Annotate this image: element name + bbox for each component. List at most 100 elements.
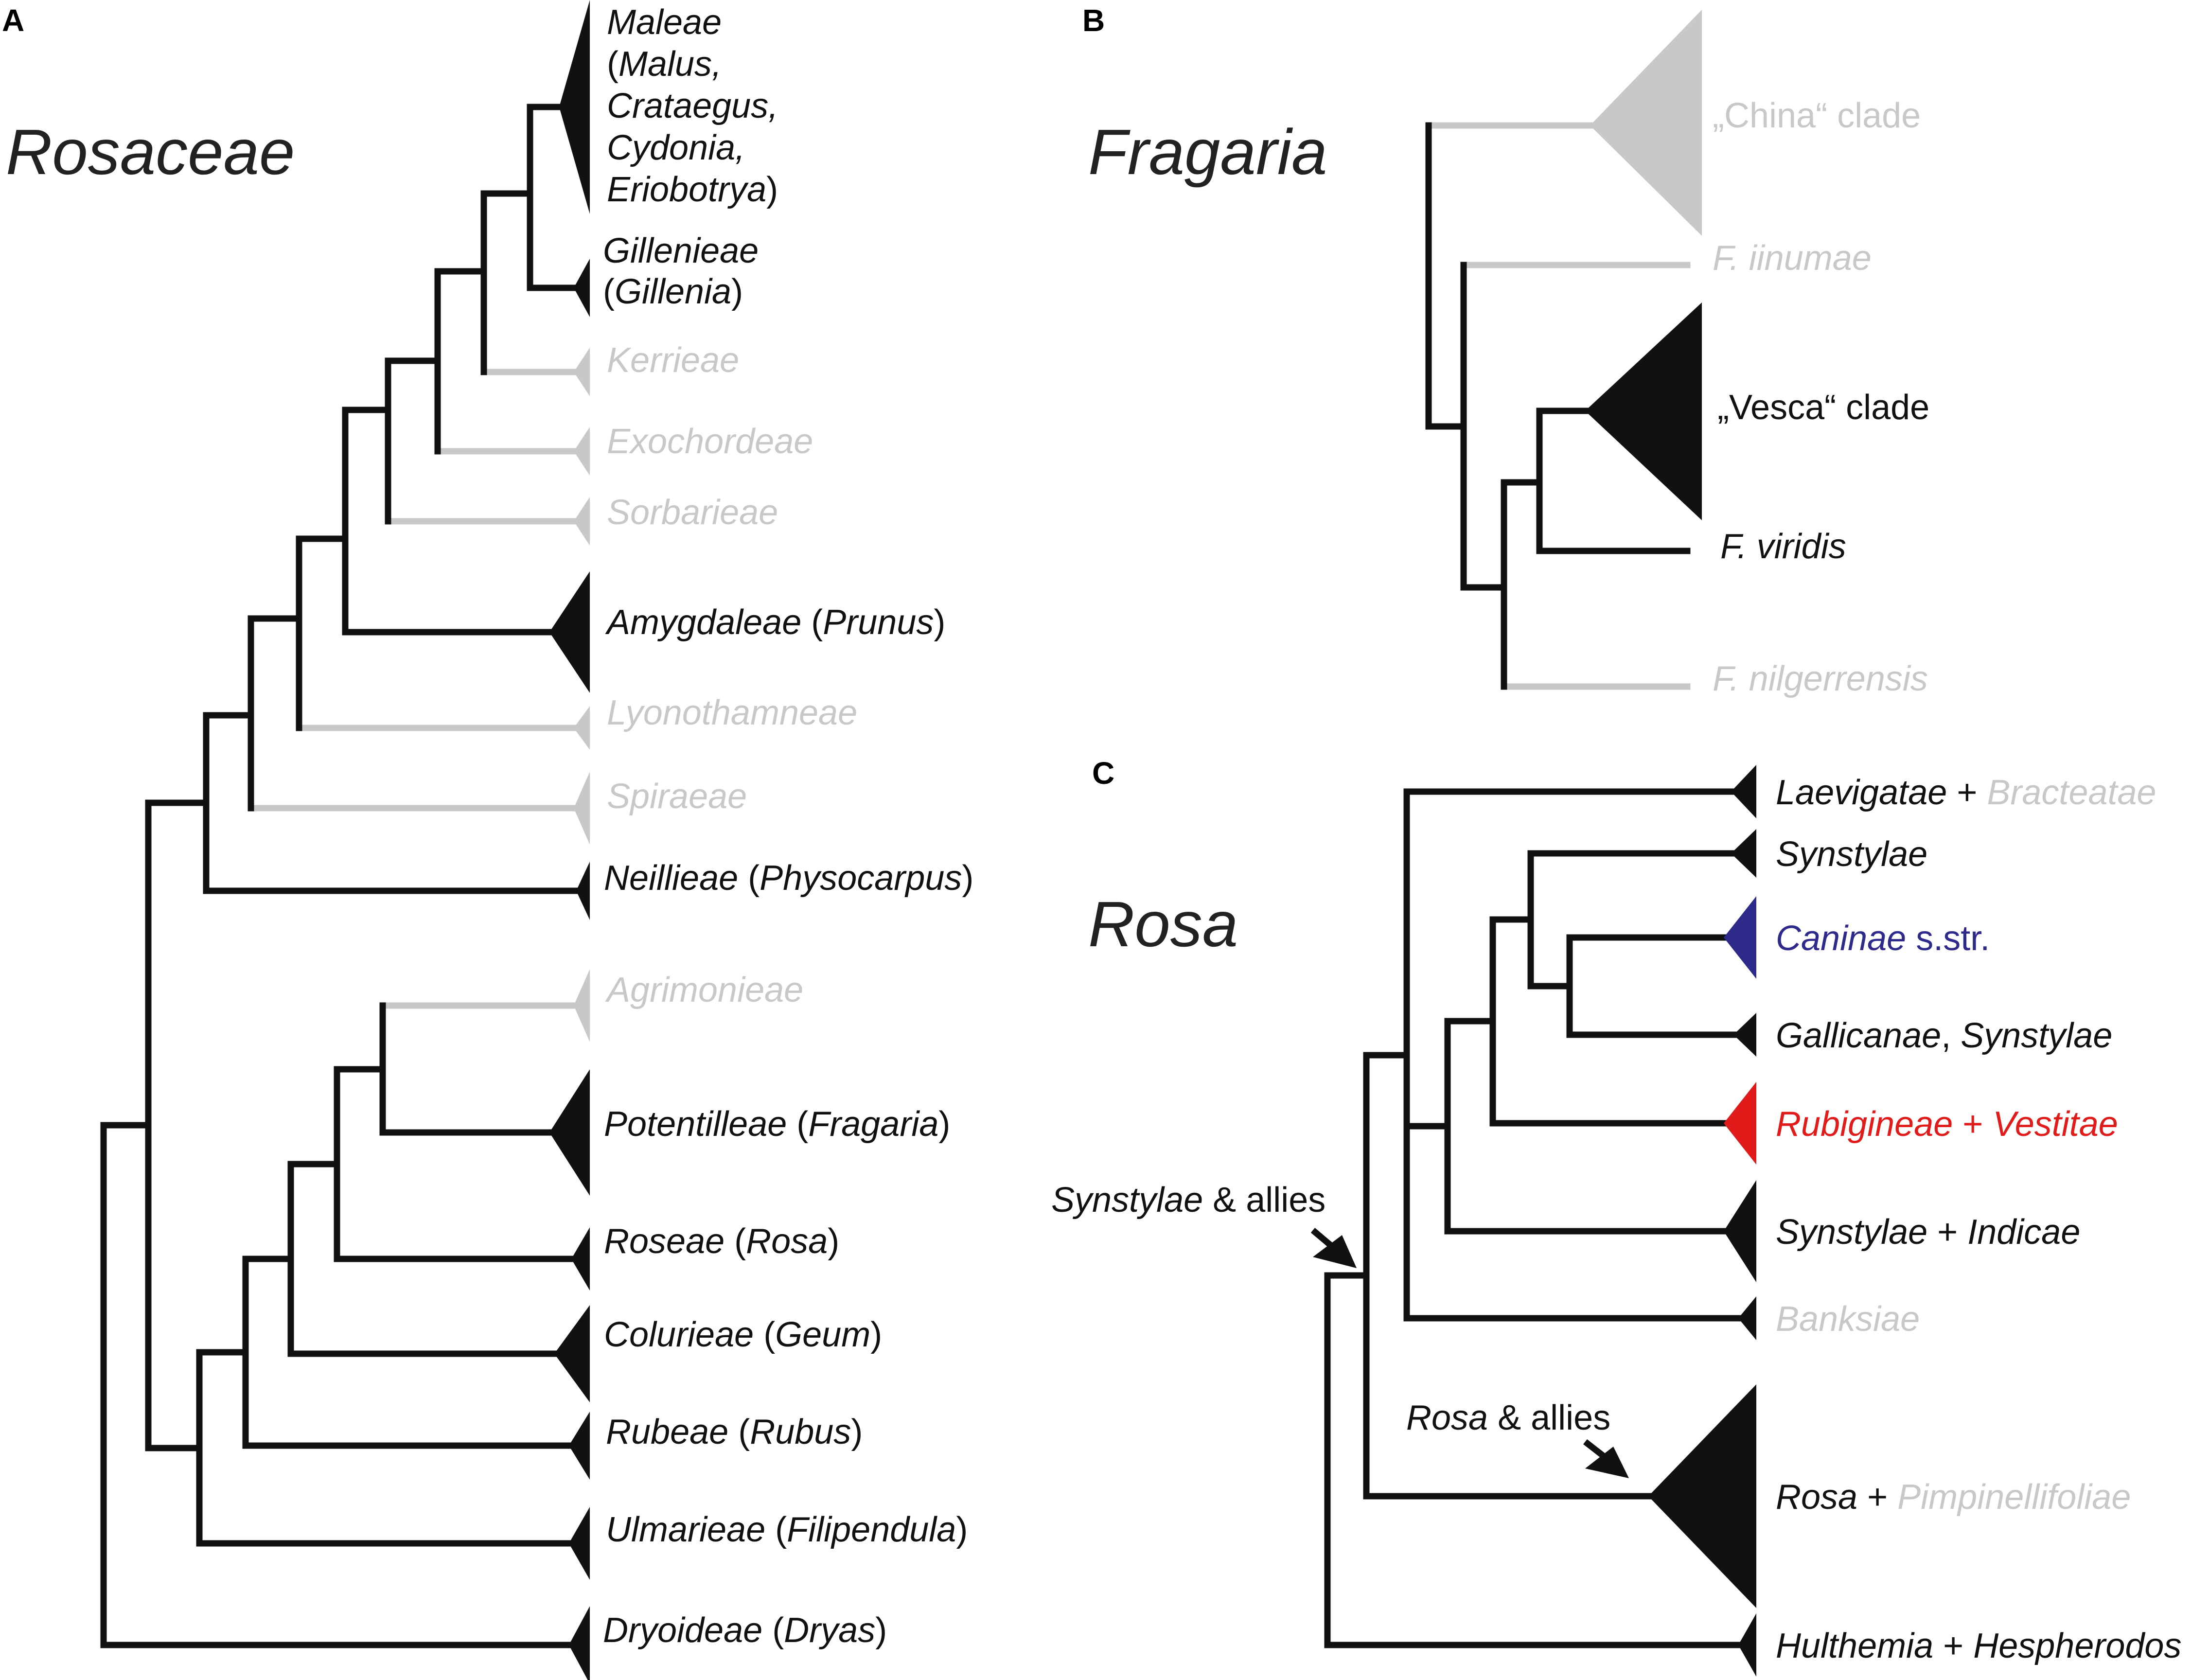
tip-label-a-14-part: Filipendula <box>787 1510 956 1549</box>
tip-label-a-15-part: ) <box>875 1611 887 1650</box>
tip-label-a-1-part: ( <box>603 272 615 311</box>
tip-label-c-1-part: Synstylae <box>1776 835 1927 874</box>
tip-label-a-10-part: ) <box>938 1105 950 1144</box>
tip-label-a-0-part: ( <box>607 45 619 84</box>
tip-label-c-3-part: Gallicanae <box>1776 1016 1941 1055</box>
tip-label-a-13-part: ( <box>728 1413 750 1451</box>
tip-label-a-4: Sorbarieae <box>607 493 778 532</box>
tip-label-a-10-part: ( <box>787 1105 808 1144</box>
clade-triangle-a-15 <box>569 1606 590 1680</box>
tip-label-c-5-part: Synstylae <box>1776 1213 1927 1252</box>
tip-label-a-15-part: Dryoideae <box>603 1611 762 1650</box>
tip-label-b-0: „China“ clade <box>1713 96 1921 135</box>
tip-label-a-7: Spiraeae <box>607 777 747 816</box>
tip-label-a-5: Amygdaleae (Prunus) <box>605 603 945 642</box>
tip-label-a-11-part: Roseae <box>604 1222 725 1261</box>
tip-label-a-10: Potentilleae (Fragaria) <box>604 1105 950 1144</box>
tip-label-c-7-part: Pimpinellifoliae <box>1897 1478 2131 1517</box>
tip-label-a-0: Maleae(Malus,Crataegus,Cydonia,Eriobotry… <box>607 3 778 209</box>
tip-label-b-4-part: F. nilgerrensis <box>1713 659 1928 698</box>
tip-label-c-1: Synstylae <box>1776 835 1927 874</box>
clade-triangle-a-6 <box>574 706 590 750</box>
tip-label-c-7-part: + <box>1857 1478 1897 1517</box>
tree-fragaria: „China“ clade F. iinumae „Vesca“ clade F. v… <box>1425 10 1929 698</box>
tip-label-a-6: Lyonothamneae <box>607 693 857 732</box>
tip-label-a-0-part: Malus, <box>619 45 722 84</box>
tip-label-a-14-part: ) <box>956 1510 968 1549</box>
clade-triangle-c-8 <box>1738 1613 1756 1677</box>
tip-label-a-10-part: Potentilleae <box>604 1105 787 1144</box>
tip-label-c-5: Synstylae + Indicae <box>1776 1213 2080 1252</box>
tip-label-b-1-part: F. iinumae <box>1713 239 1872 278</box>
tip-label-c-0: Laevigatae + Bracteatae <box>1776 773 2156 812</box>
tip-label-b-3: F. viridis <box>1720 527 1846 566</box>
clade-triangle-a-4 <box>574 497 590 546</box>
panel-letter-a: A <box>2 3 24 38</box>
tip-label-a-13: Rubeae (Rubus) <box>606 1413 863 1451</box>
tip-label-a-5-part: Prunus <box>823 603 934 642</box>
tip-label-b-2-part: „Vesca“ clade <box>1717 388 1929 427</box>
tip-label-a-15-part: ( <box>762 1611 784 1650</box>
tip-label-c-8: Hulthemia + Hespherodos <box>1776 1627 2181 1665</box>
tip-label-a-8: Neillieae (Physocarpus) <box>604 859 973 898</box>
tip-label-c-3: Gallicanae, Synstylae <box>1776 1016 2112 1055</box>
panel-letter-b: B <box>1082 3 1105 38</box>
tip-label-a-12-part: Geum <box>775 1315 870 1354</box>
tip-label-a-1-part: Gillenia <box>615 272 731 311</box>
clade-triangle-c-7 <box>1648 1384 1756 1608</box>
tip-label-a-10-part: Fragaria <box>808 1105 938 1144</box>
clade-triangle-c-6 <box>1738 1296 1756 1340</box>
tip-label-a-12-part: ) <box>870 1315 882 1354</box>
annotation-synstylae-allies-part: Synstylae <box>1051 1181 1203 1220</box>
annotation-rosa-allies: Rosa & allies <box>1406 1398 1610 1437</box>
tip-label-a-11: Roseae (Rosa) <box>604 1222 839 1261</box>
tip-label-a-12: Colurieae (Geum) <box>604 1315 882 1354</box>
tip-label-b-2: „Vesca“ clade <box>1717 388 1929 427</box>
tip-label-a-0-part: ) <box>766 170 778 209</box>
tip-label-a-5-part: Amygdaleae <box>605 603 801 642</box>
tip-label-c-7: Rosa + Pimpinellifoliae <box>1776 1478 2131 1517</box>
tip-label-a-3-part: Exochordeae <box>607 422 813 461</box>
panel-b-title: Fragaria <box>1088 116 1327 188</box>
clade-triangle-a-14 <box>569 1507 590 1580</box>
tip-label-c-5-part: + <box>1927 1213 1967 1252</box>
tip-label-a-8-part: ) <box>962 859 973 898</box>
annotation-synstylae-allies: Synstylae & allies <box>1051 1181 1325 1220</box>
tip-label-a-13-part: Rubus <box>750 1413 851 1451</box>
tip-label-c-6: Banksiae <box>1776 1300 1920 1339</box>
clade-triangle-a-9 <box>574 969 590 1042</box>
tip-label-a-13-part: Rubeae <box>606 1413 728 1451</box>
tip-label-b-0-part: „China“ clade <box>1713 96 1921 135</box>
tip-label-a-11-part: Rosa <box>746 1222 828 1261</box>
tip-label-c-0-part: Bracteatae <box>1987 773 2156 812</box>
panel-letter-c: C <box>1092 756 1114 791</box>
tip-label-b-3-part: F. viridis <box>1720 527 1846 566</box>
tip-label-c-0-part: + <box>1947 773 1987 812</box>
tip-label-a-0-part: Crataegus, <box>607 87 778 125</box>
tip-label-a-1: Gillenieae(Gillenia) <box>603 231 759 311</box>
clade-triangle-c-2 <box>1724 896 1756 979</box>
tip-label-b-4: F. nilgerrensis <box>1713 659 1928 698</box>
clade-triangle-a-3 <box>574 427 590 476</box>
tip-label-a-1-part: ) <box>731 272 743 311</box>
tip-label-c-0-part: Laevigatae <box>1776 773 1947 812</box>
tip-label-a-15: Dryoideae (Dryas) <box>603 1611 887 1650</box>
tip-label-a-8-part: Physocarpus <box>760 859 962 898</box>
tip-label-a-3: Exochordeae <box>607 422 813 461</box>
tip-label-a-14-part: Ulmarieae <box>606 1510 765 1549</box>
clade-triangle-c-5 <box>1724 1180 1756 1282</box>
clade-triangle-b-0 <box>1590 10 1702 236</box>
clade-triangle-a-10 <box>549 1069 590 1196</box>
tip-label-a-1-part: Gillenieae <box>603 231 759 270</box>
tip-label-c-2-part: s.str. <box>1906 919 1990 958</box>
tip-label-c-3-part: , <box>1941 1016 1961 1055</box>
clade-triangle-c-4 <box>1724 1082 1756 1165</box>
tip-label-a-14: Ulmarieae (Filipendula) <box>606 1510 968 1549</box>
annotation-rosa-allies-part: Rosa <box>1406 1398 1488 1437</box>
tip-label-a-11-part: ( <box>725 1222 746 1261</box>
tip-label-c-4: Rubigineae + Vestitae <box>1776 1105 2118 1144</box>
tip-label-c-6-part: Banksiae <box>1776 1300 1920 1339</box>
tip-label-a-15-part: Dryas <box>784 1611 875 1650</box>
tip-label-c-2-part: Caninae <box>1776 919 1906 958</box>
tip-label-a-12-part: Colurieae <box>604 1315 754 1354</box>
